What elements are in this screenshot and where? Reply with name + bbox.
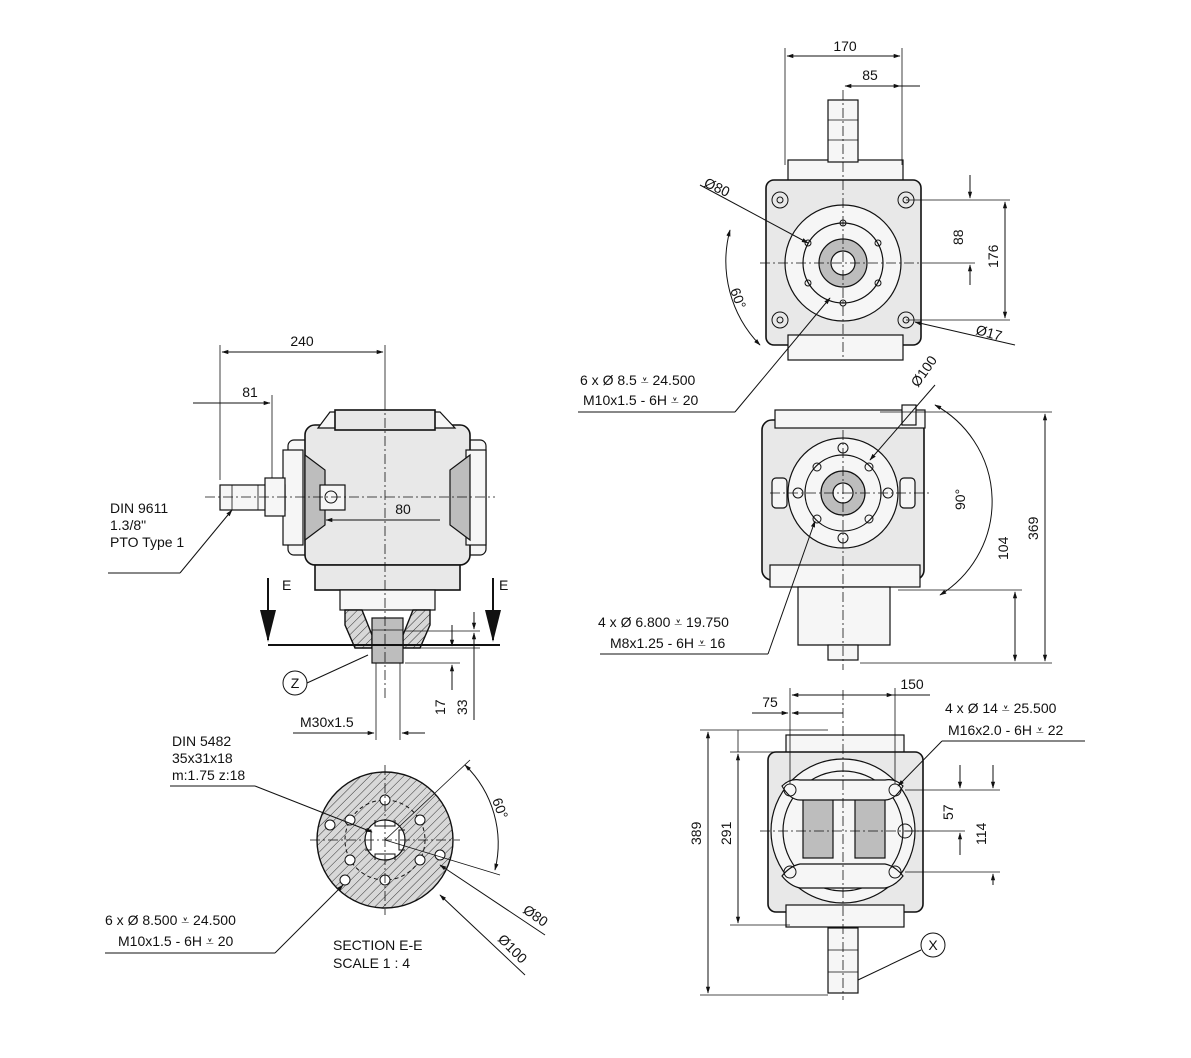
spline-note-line3: m:1.75 z:18 [172, 767, 245, 783]
pto-note-line3: PTO Type 1 [110, 534, 184, 550]
front-view: 240 81 80 DIN 9611 1.3/8" PTO Type 1 E E… [108, 333, 508, 740]
section-view: DIN 5482 35x31x18 m:1.75 z:18 60° Ø80 Ø1… [105, 733, 551, 976]
section-dim-dia100: Ø100 [495, 931, 531, 967]
front-dim-17: 17 [432, 699, 448, 715]
side-view: Ø100 90° 104 369 4 x Ø 6.800 ⩡ 19.750 M8… [598, 352, 1052, 670]
bottom-dim-389: 389 [688, 821, 704, 845]
detail-bubble-x: X [928, 937, 938, 953]
bottom-hole-note-line1: 4 x Ø 14 ⩡ 25.500 [945, 700, 1057, 716]
top-hole-note-line1: 6 x Ø 8.5 ⩡ 24.500 [580, 372, 696, 388]
section-mark-right: E [499, 577, 508, 593]
top-dim-176: 176 [985, 244, 1001, 268]
top-view: 170 85 Ø80 60° 88 176 Ø17 6 x Ø 8.5 ⩡ 24… [578, 38, 1016, 413]
front-thread-label: M30x1.5 [300, 714, 354, 730]
bottom-dim-114: 114 [973, 822, 989, 845]
top-dim-170: 170 [833, 38, 857, 54]
side-dim-369: 369 [1025, 516, 1041, 540]
side-dim-104: 104 [995, 536, 1011, 560]
pto-note-line2: 1.3/8" [110, 517, 146, 533]
side-dim-dia100: Ø100 [907, 352, 940, 389]
top-dim-dia17: Ø17 [974, 321, 1004, 343]
section-hole-note-line1: 6 x Ø 8.500 ⩡ 24.500 [105, 912, 236, 928]
bottom-view: 75 150 4 x Ø 14 ⩡ 25.500 M16x2.0 - 6H ⩡ … [688, 676, 1085, 1000]
side-hole-note-line1: 4 x Ø 6.800 ⩡ 19.750 [598, 614, 729, 630]
bottom-dim-75: 75 [762, 694, 778, 710]
section-hole-note-line2: M10x1.5 - 6H ⩡ 20 [118, 933, 233, 949]
bottom-dim-291: 291 [718, 821, 734, 845]
front-dim-80: 80 [395, 501, 411, 517]
side-dim-90deg: 90° [952, 489, 968, 510]
front-dim-33: 33 [454, 699, 470, 715]
section-mark-left: E [282, 577, 291, 593]
spline-note-line2: 35x31x18 [172, 750, 233, 766]
top-dim-85: 85 [862, 67, 878, 83]
top-dim-88: 88 [950, 229, 966, 245]
bottom-dim-57: 57 [940, 804, 956, 820]
top-hole-note-line2: M10x1.5 - 6H ⩡ 20 [583, 392, 698, 408]
section-title: SECTION E-E [333, 937, 422, 953]
bottom-hole-note-line2: M16x2.0 - 6H ⩡ 22 [948, 722, 1063, 738]
section-dim-dia80: Ø80 [520, 901, 551, 929]
bottom-dim-150: 150 [900, 676, 924, 692]
side-hole-note-line2: M8x1.25 - 6H ⩡ 16 [610, 635, 725, 651]
section-scale: SCALE 1 : 4 [333, 955, 410, 971]
pto-note-line1: DIN 9611 [110, 500, 168, 516]
front-dim-240: 240 [290, 333, 314, 349]
top-dim-60deg: 60° [727, 286, 749, 311]
spline-note-line1: DIN 5482 [172, 733, 231, 749]
top-dim-dia80: Ø80 [702, 174, 733, 200]
detail-bubble-z: Z [291, 675, 300, 691]
section-dim-60deg: 60° [489, 796, 511, 821]
front-dim-81: 81 [242, 384, 258, 400]
